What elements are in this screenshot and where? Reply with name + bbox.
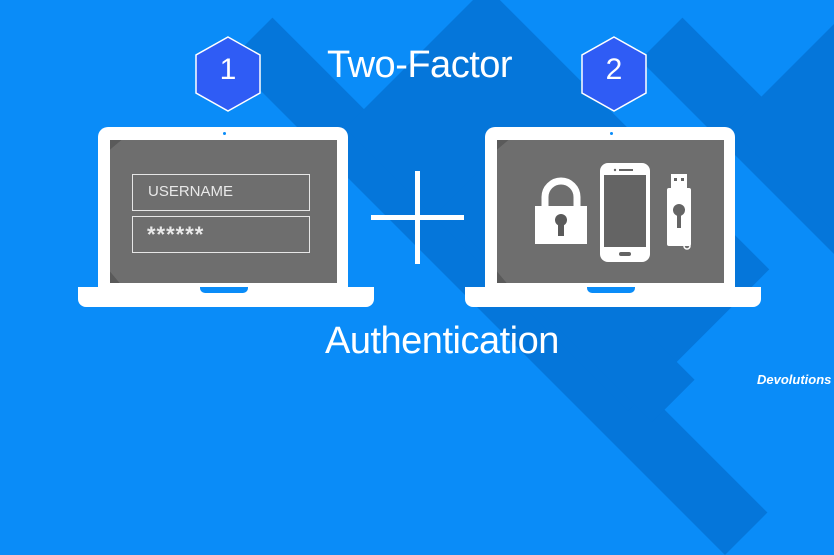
camera-dot	[610, 132, 613, 135]
smartphone-icon	[600, 163, 650, 262]
title-top: Two-Factor	[327, 44, 513, 86]
step-1-number: 1	[219, 53, 237, 86]
step-2-number: 2	[605, 53, 623, 86]
laptop-factors	[465, 127, 761, 307]
usb-key-icon	[667, 174, 691, 250]
step-2-badge: 2	[579, 35, 649, 113]
step-1-badge: 1	[193, 35, 263, 113]
devolutions-logo: Devolutions	[757, 372, 832, 387]
laptop-base	[465, 287, 761, 307]
password-value: ******	[147, 222, 205, 247]
laptop-screen	[110, 140, 337, 283]
hexagon-icon	[195, 36, 261, 112]
lock-icon	[535, 177, 587, 244]
laptop-base	[78, 287, 374, 307]
laptop-login: USERNAME ******	[78, 127, 374, 307]
plus-icon-bar	[371, 215, 464, 220]
title-bottom: Authentication	[325, 320, 559, 362]
camera-dot	[223, 132, 226, 135]
password-field[interactable]: ******	[132, 216, 310, 253]
laptop-notch	[200, 287, 248, 293]
username-placeholder: USERNAME	[148, 183, 234, 200]
hexagon-icon	[581, 36, 647, 112]
username-field[interactable]: USERNAME	[132, 174, 310, 211]
laptop-notch	[587, 287, 635, 293]
